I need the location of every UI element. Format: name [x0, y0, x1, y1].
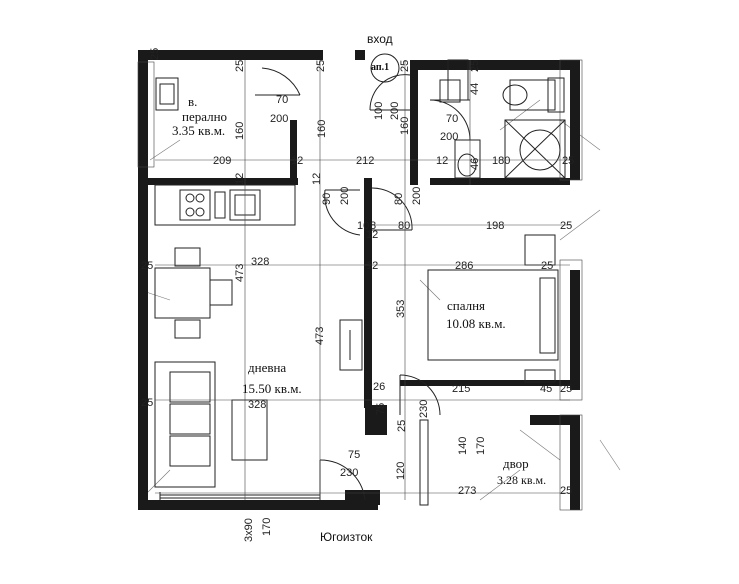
dim-25: 25 [562, 155, 574, 167]
dim-26: 26 [373, 381, 385, 393]
dim-80: 80 [393, 193, 405, 205]
dim-212: 212 [356, 155, 374, 167]
dim-25: 25 [560, 220, 572, 232]
dim-120: 120 [395, 462, 407, 480]
entrance-label: вход [367, 32, 393, 46]
apartment-tag-circle [370, 53, 400, 83]
dim-209: 209 [213, 155, 231, 167]
dim-80: 80 [398, 220, 410, 232]
dim-230: 230 [418, 400, 430, 418]
dim-25: 25 [541, 260, 553, 272]
dim-200: 200 [440, 131, 458, 143]
dim-46: 46 [469, 158, 481, 170]
dim-70: 70 [446, 113, 458, 125]
dim-44: 44 [469, 83, 481, 95]
dim-160: 160 [399, 117, 411, 135]
dim-200: 200 [270, 113, 288, 125]
dim-25: 25 [315, 60, 327, 72]
dim-12: 12 [291, 155, 303, 167]
dim-328: 328 [251, 256, 269, 268]
apartment-tag: ап.1 [371, 62, 389, 73]
dimension-labels: 25 25 25 25 25 70 200 160 160 160 100 20… [141, 48, 574, 542]
dim-12: 12 [234, 173, 246, 185]
dim-100: 100 [373, 102, 385, 120]
laundry-area: 3.35 кв.м. [172, 123, 225, 138]
orientation-label: Югоизток [320, 530, 373, 544]
living-area: 15.50 кв.м. [242, 381, 302, 396]
laundry-label-1: в. [188, 94, 197, 109]
dim-10: 10 [357, 220, 369, 232]
dim-12: 12 [366, 229, 378, 241]
dim-200: 200 [389, 102, 401, 120]
yard-door [419, 419, 429, 506]
bathroom-fixtures [439, 77, 566, 179]
dim-198: 198 [486, 220, 504, 232]
yard-label: двор [503, 456, 529, 471]
dim-286: 286 [455, 260, 473, 272]
dim-200: 200 [411, 187, 423, 205]
dim-25: 25 [141, 260, 153, 272]
dim-215: 215 [452, 383, 470, 395]
bedroom-area: 10.08 кв.м. [446, 316, 506, 331]
dim-25: 25 [149, 48, 161, 60]
dim-140: 140 [457, 437, 469, 455]
dim-3x90: 3x90 [243, 518, 255, 542]
dim-273: 273 [458, 485, 476, 497]
dim-200: 200 [339, 187, 351, 205]
yard-area: 3.28 кв.м. [497, 473, 546, 487]
dim-170: 170 [475, 437, 487, 455]
kitchen [154, 184, 296, 226]
walls [138, 50, 580, 510]
dim-25: 25 [560, 383, 572, 395]
dim-473: 473 [314, 327, 326, 345]
dim-12: 12 [311, 173, 323, 185]
laundry-fixtures [155, 77, 179, 111]
dim-12: 12 [436, 155, 448, 167]
dim-25: 25 [396, 420, 408, 432]
dimension-lines [155, 60, 570, 500]
laundry-label-2: перално [182, 109, 227, 124]
dim-353: 353 [395, 300, 407, 318]
dim-45: 45 [540, 383, 552, 395]
dim-25: 25 [234, 60, 246, 72]
dim-160: 160 [316, 120, 328, 138]
dim-75: 75 [348, 449, 360, 461]
dim-328: 328 [248, 399, 266, 411]
bed [427, 234, 559, 383]
bedroom-label: спалня [447, 298, 485, 313]
living-label: дневна [248, 360, 286, 375]
dining-table [154, 247, 233, 339]
doors [255, 59, 471, 501]
dim-25: 25 [399, 60, 411, 72]
dim-170: 170 [261, 518, 273, 536]
tv-unit [339, 319, 363, 371]
dim-180: 180 [492, 155, 510, 167]
dim-12: 12 [366, 260, 378, 272]
dim-160: 160 [234, 122, 246, 140]
dim-90: 90 [321, 193, 333, 205]
dim-8: 8 [370, 220, 376, 232]
dim-473: 473 [234, 264, 246, 282]
dim-230: 230 [340, 467, 358, 479]
dim-25: 25 [560, 485, 572, 497]
dim-75: 75 [375, 403, 387, 415]
dim-70: 70 [276, 94, 288, 106]
dim-25: 25 [469, 60, 481, 72]
dim-25: 25 [141, 397, 153, 409]
